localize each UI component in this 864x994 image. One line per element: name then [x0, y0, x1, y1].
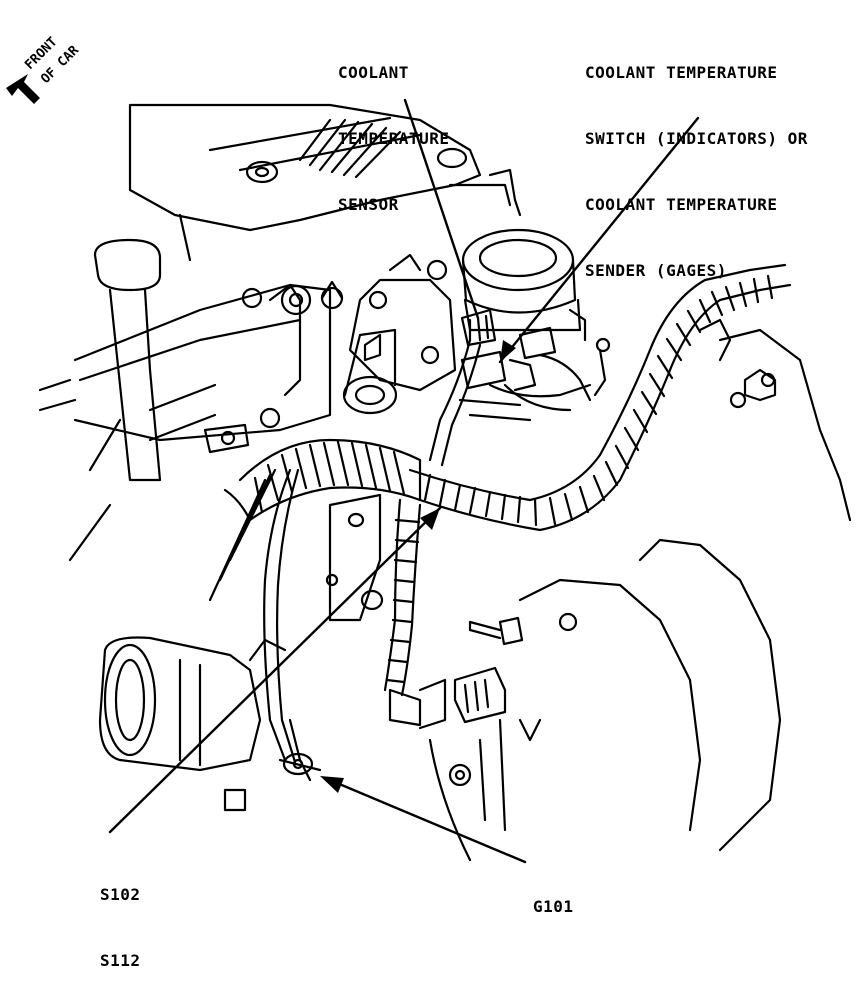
callout-line: COOLANT TEMPERATURE [585, 63, 778, 82]
ground-callout: G101 [533, 852, 574, 940]
coolant-temperature-switch-callout: COOLANT TEMPERATURE SWITCH (INDICATORS) … [585, 18, 808, 304]
leader-sensor [403, 98, 480, 320]
arrowhead-splice [420, 508, 440, 530]
splice-label-s112: S112 [100, 951, 141, 970]
callout-line: SENSOR [338, 195, 399, 214]
front-arrow-icon [6, 74, 40, 104]
branch-harness [383, 498, 507, 730]
left-harness [223, 438, 422, 522]
radiator-neck [93, 238, 217, 482]
engine-block [428, 318, 852, 862]
ground-label: G101 [533, 897, 574, 916]
main-harness [408, 263, 792, 532]
coolant-temperature-sensor-callout: COOLANT TEMPERATURE SENSOR [338, 18, 449, 238]
lower-pipe [98, 636, 287, 812]
egr-valve [461, 228, 587, 342]
intake-plenum [128, 103, 522, 262]
left-outline [38, 378, 122, 562]
callout-line: TEMPERATURE [338, 129, 450, 148]
bracket-and-bolt [325, 493, 524, 646]
ground-wires [208, 468, 322, 782]
front-of-car-indicator: FRONT OF CAR [6, 34, 82, 104]
splice-callout: S102 S112 [100, 840, 141, 994]
leader-ground [323, 776, 527, 864]
callout-line: SWITCH (INDICATORS) OR [585, 129, 808, 148]
callout-line: COOLANT [338, 63, 409, 82]
sensor-wires [428, 337, 611, 467]
arrowhead-ground [320, 776, 344, 793]
leader-splice [108, 506, 442, 834]
callout-line: COOLANT TEMPERATURE [585, 195, 778, 214]
intake-runner [73, 283, 332, 454]
callout-line: SENDER (GAGES) [585, 261, 727, 280]
splice-label-s102: S102 [100, 885, 141, 904]
arrowhead-switch [500, 340, 516, 362]
thermostat-housing [320, 253, 457, 415]
engine-diagram [38, 98, 852, 864]
sensor-bodies [460, 308, 557, 392]
leader-switch [498, 116, 700, 364]
